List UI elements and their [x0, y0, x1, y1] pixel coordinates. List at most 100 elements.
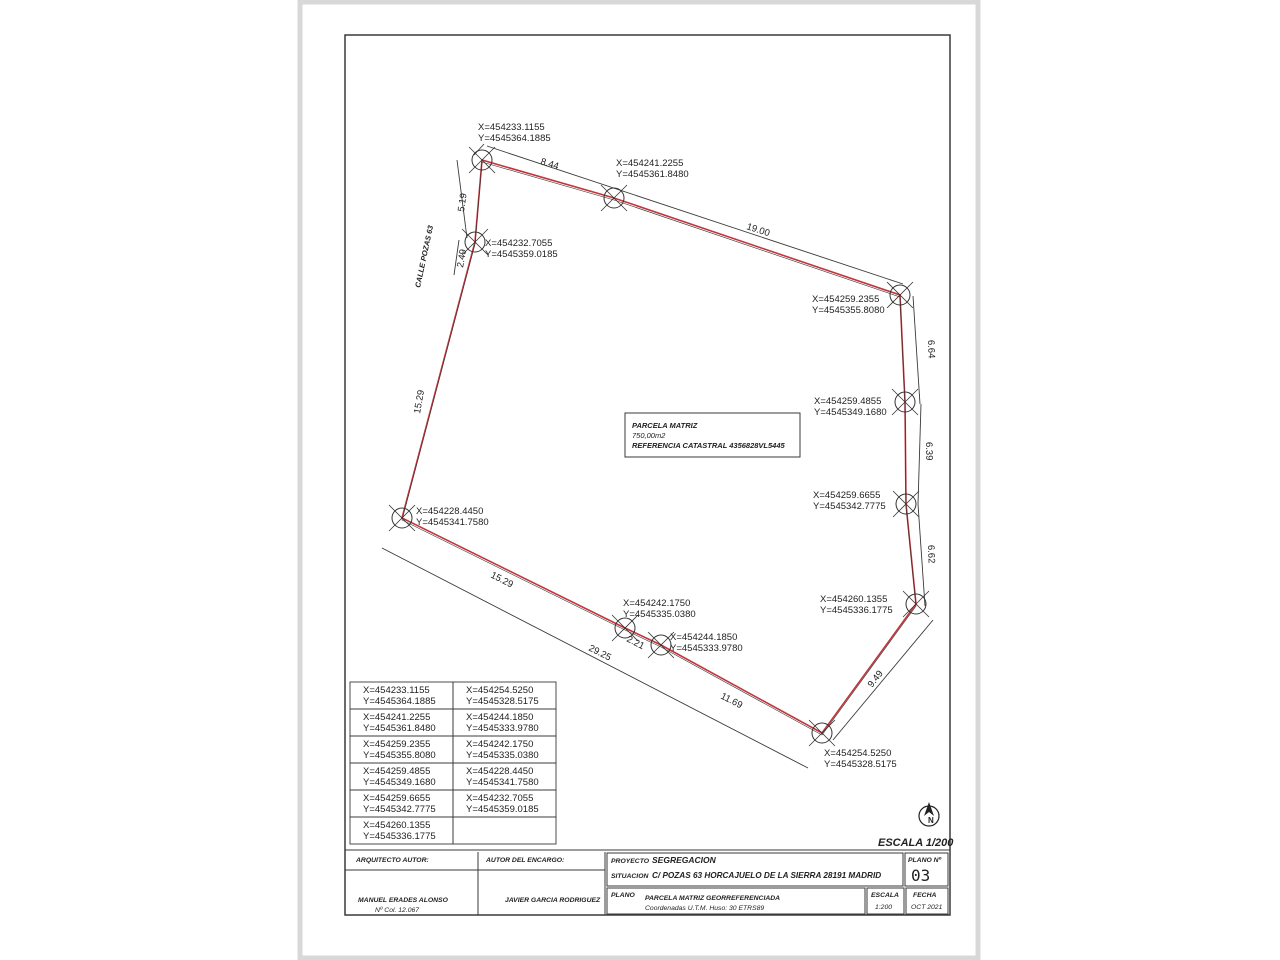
dim-label: 8.44	[539, 156, 560, 172]
table-coord-x: X=454241.2255	[363, 712, 430, 723]
table-coord-y: Y=4545336.1775	[363, 831, 436, 842]
plano-value: PARCELA MATRIZ GEORREFERENCIADA	[645, 895, 780, 902]
vertex-x-label: X=454232.7055	[485, 238, 552, 249]
title-block	[344, 849, 951, 916]
plan-number-label: PLANO Nº	[908, 857, 942, 864]
north-arrow-icon: N	[918, 802, 940, 827]
architect-col: Nº Col. 12.067	[375, 907, 419, 914]
plano-label: PLANO	[611, 892, 636, 899]
dim-line-left-2	[453, 239, 460, 276]
vertex-marker-icon	[600, 184, 628, 212]
scale-value: 1:200	[875, 904, 892, 911]
dim-label: 2.49	[455, 248, 469, 268]
dim-label: 6.64	[925, 340, 937, 359]
table-coord-y: Y=4545349.1680	[363, 777, 436, 788]
vertex-marker-icon	[808, 719, 836, 747]
vertex-y-label: Y=4545355.8080	[812, 305, 885, 316]
table-coord-x: X=454242.1750	[466, 739, 533, 750]
table-coord-x: X=454259.6655	[363, 793, 430, 804]
parcel-boundary	[401, 158, 917, 735]
vertex-x-label: X=454228.4450	[416, 506, 483, 517]
dim-line-left-1	[456, 159, 468, 239]
scale-label: ESCALA	[871, 892, 899, 899]
vertex-labels: X=454233.1155 Y=4545364.1885 X=454241.22…	[416, 122, 897, 770]
table-coord-y: Y=4545333.9780	[466, 723, 539, 734]
vertex-y-label: Y=4545364.1885	[478, 133, 551, 144]
north-letter: N	[928, 816, 934, 825]
dim-label: 15.29	[412, 389, 427, 414]
vertex-y-label: Y=4545349.1680	[814, 407, 887, 418]
table-coord-x: X=454232.7055	[466, 793, 533, 804]
situation-value: C/ POZAS 63 HORCAJUELO DE LA SIERRA 2819…	[652, 871, 881, 880]
vertex-y-label: Y=4545328.5175	[824, 759, 897, 770]
date-value: OCT 2021	[911, 904, 943, 911]
table-coord-x: X=454259.2355	[363, 739, 430, 750]
table-coord-x: X=454233.1155	[363, 685, 430, 696]
dim-line-right-1	[912, 295, 921, 405]
vertex-marker-icon	[647, 631, 675, 659]
table-coord-x: X=454228.4450	[466, 766, 533, 777]
table-coord-y: Y=4545342.7775	[363, 804, 436, 815]
date-label: FECHA	[913, 892, 937, 899]
dim-line-bottom-total	[381, 547, 809, 769]
vertex-y-label: Y=4545335.0380	[623, 609, 696, 620]
table-coord-y: Y=4545335.0380	[466, 750, 539, 761]
vertex-marker-icon	[461, 228, 489, 256]
dim-label: 6.39	[923, 442, 934, 461]
parcel-area: 750,00m2	[632, 431, 666, 440]
vertex-y-label: Y=4545341.7580	[416, 517, 489, 528]
project-value: SEGREGACION	[652, 855, 717, 865]
table-coord-x: X=454259.4855	[363, 766, 430, 777]
table-coord-y: Y=4545341.7580	[466, 777, 539, 788]
vertex-x-label: X=454241.2255	[616, 158, 683, 169]
parcel-info-box: PARCELA MATRIZ 750,00m2 REFERENCIA CATAS…	[624, 412, 801, 458]
vertex-x-label: X=454233.1155	[478, 122, 545, 133]
vertex-x-label: X=454260.1355	[820, 594, 887, 605]
table-coord-y: Y=4545359.0185	[466, 804, 539, 815]
vertex-marker-icon	[886, 281, 914, 309]
vertex-x-label: X=454259.2355	[812, 294, 879, 305]
vertex-y-label: Y=4545336.1775	[820, 605, 893, 616]
architect-name: MANUEL ERADES ALONSO	[358, 897, 449, 904]
dim-line-lower-right	[832, 619, 934, 741]
dim-label: 6.62	[925, 545, 937, 564]
table-cell	[452, 816, 557, 845]
project-label: PROYECTO	[611, 858, 650, 865]
vertex-x-label: X=454259.6655	[813, 490, 880, 501]
vertex-y-label: Y=4545333.9780	[670, 643, 743, 654]
dimension-lines	[381, 143, 934, 769]
vertex-y-label: Y=4545342.7775	[813, 501, 886, 512]
vertex-x-label: X=454244.1850	[670, 632, 737, 643]
table-coord-y: Y=4545328.5175	[466, 696, 539, 707]
table-coord-x: X=454254.5250	[466, 685, 533, 696]
vertex-x-label: X=454242.1750	[623, 598, 690, 609]
title-block-frame	[344, 849, 951, 916]
client-name: JAVIER GARCIA RODRIGUEZ	[505, 897, 601, 904]
plan-number-value: 03	[911, 866, 930, 885]
parcel-title: PARCELA MATRIZ	[632, 421, 698, 430]
vertex-markers	[388, 146, 930, 747]
table-coord-x: X=454244.1850	[466, 712, 533, 723]
vertex-marker-icon	[388, 504, 416, 532]
parcel-cadastral-ref: REFERENCIA CATASTRAL 4356828VL5445	[632, 441, 786, 450]
table-coord-y: Y=4545364.1885	[363, 696, 436, 707]
table-coord-x: X=454260.1355	[363, 820, 430, 831]
dim-line-top	[486, 145, 904, 285]
architect-label: ARQUITECTO AUTOR:	[355, 857, 429, 864]
client-label: AUTOR DEL ENCARGO:	[485, 857, 564, 864]
dim-label: 5.19	[456, 193, 469, 213]
paper-frame	[297, 0, 981, 960]
vertex-marker-icon	[902, 590, 930, 618]
vertex-x-label: X=454254.5250	[824, 748, 891, 759]
vertex-marker-icon	[611, 614, 639, 642]
vertex-marker-icon	[468, 146, 496, 174]
table-coord-y: Y=4545355.8080	[363, 750, 436, 761]
vertex-x-label: X=454259.4855	[814, 396, 881, 407]
vertex-y-label: Y=4545361.8480	[616, 169, 689, 180]
situation-label: SITUACION	[611, 873, 649, 880]
scale-caption: ESCALA 1/200	[878, 837, 954, 849]
vertex-marker-icon	[892, 490, 920, 518]
dim-line-right-3	[917, 503, 926, 607]
